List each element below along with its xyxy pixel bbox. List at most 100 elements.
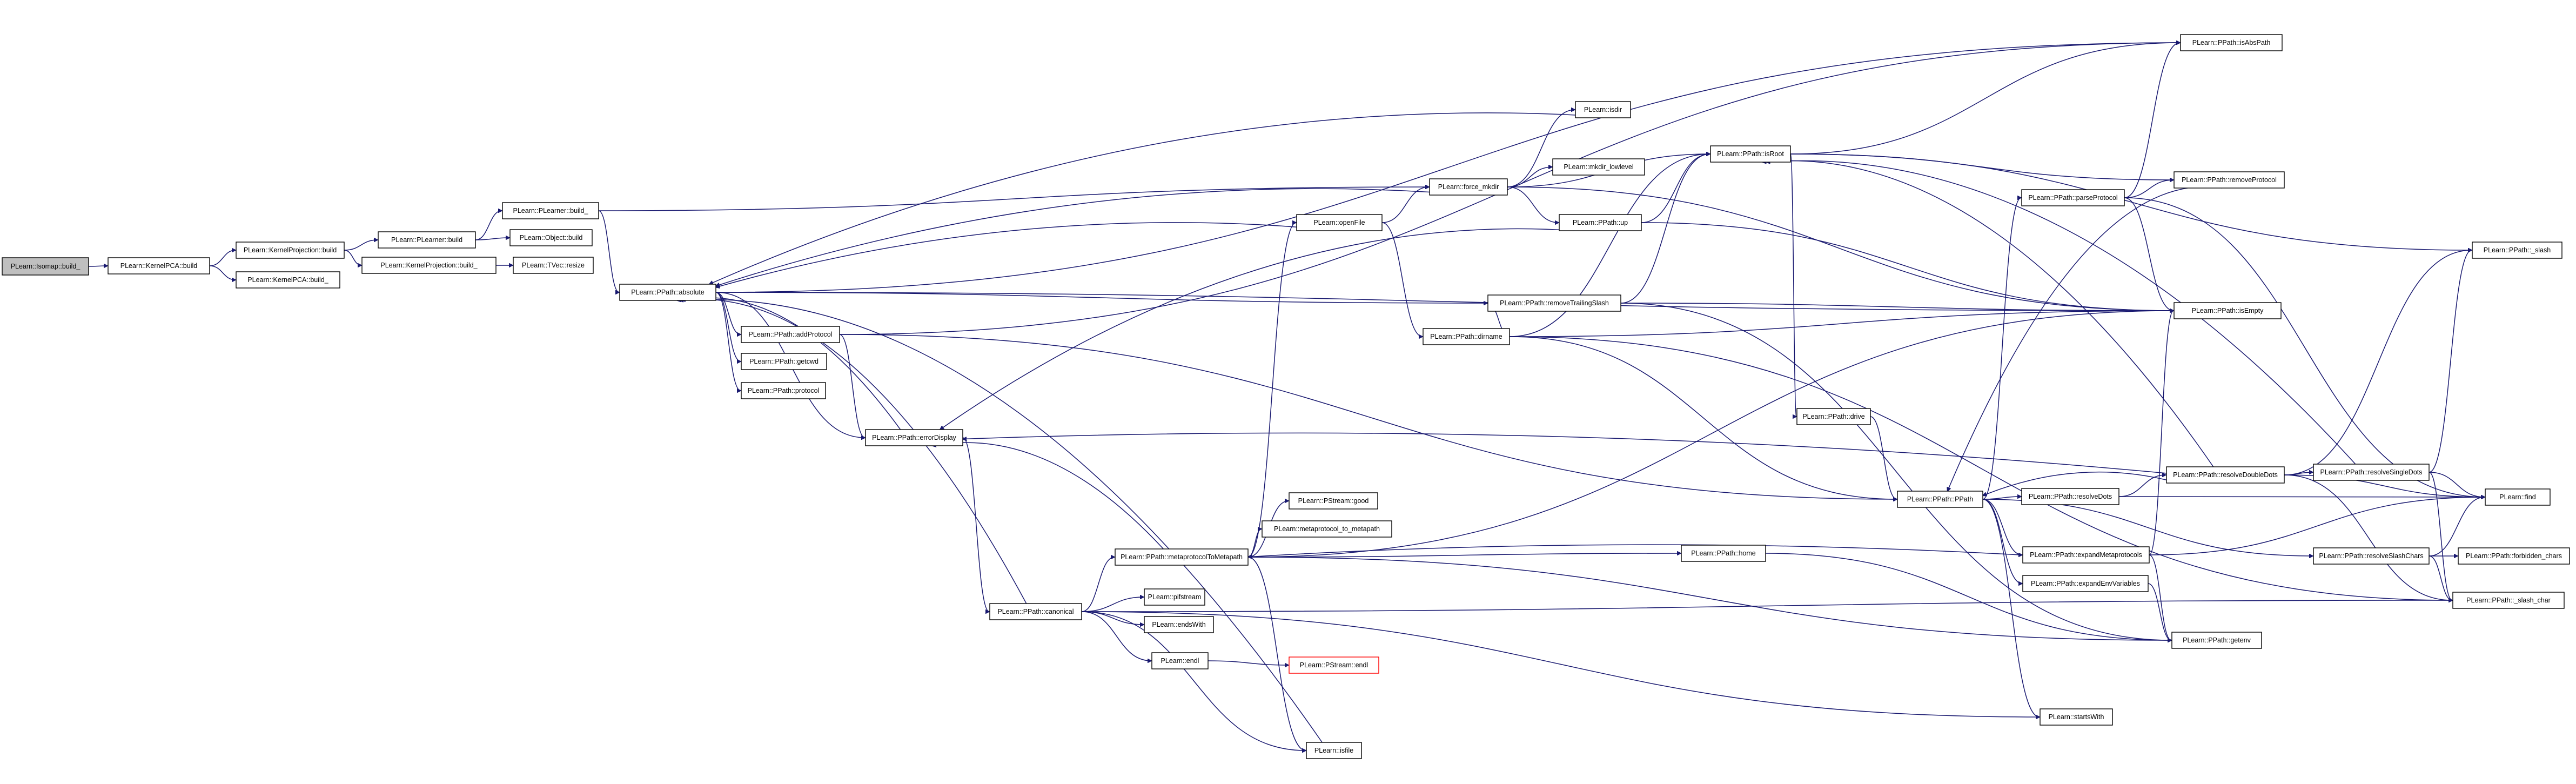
node-isAbsPath[interactable]: PLearn::PPath::isAbsPath (2180, 34, 2283, 51)
node-kproj-build[interactable]: PLearn::KernelProjection::build (236, 242, 345, 259)
call-edge (209, 250, 236, 266)
call-edge (2284, 474, 2452, 600)
call-edge (962, 437, 989, 612)
node-label: PLearn::PPath::getenv (2183, 636, 2251, 644)
node-pstream-endl[interactable]: PLearn::PStream::endl (1289, 656, 1379, 674)
node-resolveDoubleDots[interactable]: PLearn::PPath::resolveDoubleDots (2166, 466, 2285, 484)
node-find[interactable]: PLearn::find (2485, 488, 2551, 506)
node-removeProtocol[interactable]: PLearn::PPath::removeProtocol (2174, 171, 2285, 189)
node-getenv[interactable]: PLearn::PPath::getenv (2171, 632, 2262, 649)
call-edge (1982, 499, 2022, 555)
node-resolveDots[interactable]: PLearn::PPath::resolveDots (2021, 488, 2119, 505)
node-label: PLearn::PPath::errorDisplay (872, 434, 956, 441)
node-protocol[interactable]: PLearn::PPath::protocol (741, 382, 826, 399)
call-edge (1982, 497, 2021, 500)
node-label: PLearn::PPath::resolveSingleDots (2320, 468, 2423, 476)
node-plearner-build-[interactable]: PLearn::PLearner::build_ (502, 202, 599, 219)
call-edge (1081, 611, 1144, 625)
node-label: PLearn::KernelPCA::build (120, 262, 197, 270)
node-label: PLearn::PPath::expandMetaprotocols (2030, 551, 2142, 559)
node-box (2458, 547, 2570, 565)
call-edge (839, 334, 1897, 499)
node-box (236, 271, 340, 289)
node-pifstream[interactable]: PLearn::pifstream (1144, 588, 1205, 606)
node-isdir[interactable]: PLearn::isdir (1575, 101, 1631, 118)
call-edge (680, 299, 1323, 743)
node-dirname[interactable]: PLearn::PPath::dirname (1423, 328, 1510, 345)
node-layer: PLearn::Isomap::build_PLearn::KernelPCA:… (2, 34, 2570, 759)
node-kproj-build-[interactable]: PLearn::KernelProjection::build_ (361, 257, 497, 274)
node-expandEnvVariables[interactable]: PLearn::PPath::expandEnvVariables (2022, 575, 2149, 592)
node-label: PLearn::PPath::addProtocol (749, 331, 833, 338)
node-label: PLearn::PLearner::build (391, 236, 462, 244)
node-isfile[interactable]: PLearn::isfile (1306, 742, 1362, 759)
node-label: PLearn::endl (1161, 657, 1199, 665)
node-startsWith[interactable]: PLearn::startsWith (2040, 708, 2113, 726)
node-box (2166, 466, 2285, 484)
node-kpca-build-[interactable]: PLearn::KernelPCA::build_ (236, 271, 340, 289)
node-resolveSlashChars[interactable]: PLearn::PPath::resolveSlashChars (2313, 547, 2430, 565)
node-home[interactable]: PLearn::PPath::home (1681, 545, 1766, 562)
node-openFile[interactable]: PLearn::openFile (1296, 214, 1383, 231)
call-edge (1982, 499, 2022, 584)
call-edge (344, 240, 378, 251)
node-ppath[interactable]: PLearn::PPath::PPath (1897, 491, 1983, 508)
node-expandMetaprotocols[interactable]: PLearn::PPath::expandMetaprotocols (2022, 546, 2150, 564)
node-object-build[interactable]: PLearn::Object::build (509, 229, 593, 246)
node-label: PLearn::PPath::metaprotocolToMetapath (1121, 553, 1243, 561)
node-label: PLearn::PPath::_slash_char (2466, 597, 2551, 604)
node-parseProtocol[interactable]: PLearn::PPath::parseProtocol (2021, 189, 2125, 206)
node-slash[interactable]: PLearn::PPath::_slash (2472, 242, 2562, 259)
node-label: PLearn::TVec::resize (522, 262, 585, 269)
node-errorDisplay[interactable]: PLearn::PPath::errorDisplay (865, 429, 963, 446)
call-edge (2149, 311, 2174, 555)
node-metaprotocolToMetapath[interactable]: PLearn::PPath::metaprotocolToMetapath (1115, 548, 1249, 566)
node-pstream-good[interactable]: PLearn::PStream::good (1289, 492, 1378, 510)
call-edge (1208, 660, 1289, 665)
node-box (1429, 178, 1508, 196)
node-tvec-resize[interactable]: PLearn::TVec::resize (513, 257, 594, 274)
node-resolveSingleDots[interactable]: PLearn::PPath::resolveSingleDots (2313, 464, 2430, 481)
call-edge (1790, 153, 1796, 417)
node-isRoot[interactable]: PLearn::PPath::isRoot (1710, 145, 1791, 163)
node-plearner-build[interactable]: PLearn::PLearner::build (378, 231, 476, 249)
node-endsWith[interactable]: PLearn::endsWith (1144, 616, 1214, 633)
call-edge (1620, 154, 1710, 304)
call-edge (1081, 557, 1115, 612)
node-mkdir-lowlevel[interactable]: PLearn::mkdir_lowlevel (1552, 158, 1645, 176)
node-drive[interactable]: PLearn::PPath::drive (1796, 408, 1871, 425)
node-isEmpty[interactable]: PLearn::PPath::isEmpty (2174, 302, 2282, 319)
node-kpca-build[interactable]: PLearn::KernelPCA::build (108, 257, 210, 274)
call-edge (2284, 250, 2472, 475)
node-isomap-build-[interactable]: PLearn::Isomap::build_ (2, 257, 89, 276)
node-box (2452, 592, 2565, 609)
node-label: PLearn::PPath::canonical (997, 608, 1074, 615)
node-getcwd[interactable]: PLearn::PPath::getcwd (741, 353, 827, 370)
node-removeTrailingSlash[interactable]: PLearn::PPath::removeTrailingSlash (1487, 294, 1621, 312)
call-edge (1509, 336, 1897, 499)
node-forbidden-chars[interactable]: PLearn::PPath::forbidden_chars (2458, 547, 2570, 565)
node-endl[interactable]: PLearn::endl (1151, 652, 1209, 669)
node-canonical[interactable]: PLearn::PPath::canonical (989, 603, 1082, 620)
call-edge (2124, 43, 2180, 198)
node-box (1897, 491, 1983, 508)
call-edge (1507, 186, 1559, 223)
node-box (502, 202, 599, 219)
node-box (1423, 328, 1510, 345)
node-box (1296, 214, 1383, 231)
node-label: PLearn::PPath::parseProtocol (2028, 194, 2117, 202)
node-addProtocol[interactable]: PLearn::PPath::addProtocol (741, 326, 840, 343)
node-label: PLearn::pifstream (1148, 593, 1202, 601)
node-slash-char[interactable]: PLearn::PPath::_slash_char (2452, 592, 2565, 609)
edge-layer (88, 43, 2485, 751)
node-box (2171, 632, 2262, 649)
node-box (619, 284, 716, 301)
node-label: PLearn::Isomap::build_ (11, 263, 81, 270)
node-up[interactable]: PLearn::PPath::up (1559, 214, 1642, 231)
node-force-mkdir[interactable]: PLearn::force_mkdir (1429, 178, 1508, 196)
node-label: PLearn::PPath::isEmpty (2192, 307, 2264, 314)
node-metaprotocol-to-metapath[interactable]: PLearn::metaprotocol_to_metapath (1262, 520, 1392, 538)
node-box (989, 603, 1082, 620)
node-box (741, 326, 840, 343)
node-absolute[interactable]: PLearn::PPath::absolute (619, 284, 716, 301)
